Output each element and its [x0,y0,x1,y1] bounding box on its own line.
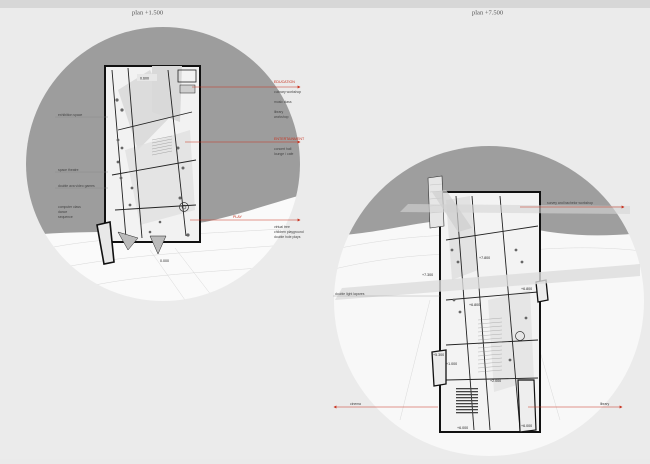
note-cinema: cinema [350,402,361,406]
note-edu-2: music class [274,100,292,104]
note-games: double ava video games [58,184,95,188]
note-library: library [600,402,610,406]
note-edu-3: library [274,110,284,114]
level-tag-6: +1.000 [446,362,457,366]
category-play: PLAY [233,215,243,219]
note-survey-workshop: survey and bachelor workshop [547,201,593,205]
note-bridge: double light lapares [335,292,365,296]
left-building: 0.600 0.000 [96,65,201,265]
left-plan-title: plan +1.500 [132,10,163,17]
bridge-bands [335,190,640,300]
level-tag-3: +6.800 [469,303,480,307]
note-edu-1: culinary workshop [274,90,301,94]
cinema-seats [456,388,478,414]
category-entertainment: ENTERTAINMENT [274,137,305,141]
right-plan: +7.300 +7.800 +6.800 +6.800 +5.300 +1.00… [333,146,644,456]
note-ent-1: concert hall [274,147,292,151]
note-exhibition: exhibition space [58,113,82,117]
left-plan: 0.600 0.000 exhibition space space theat… [26,27,305,301]
level-tag-8: +6.000 [457,426,468,430]
note-theatre: space theatre [58,168,79,172]
right-level-tags: +7.300 +7.800 +6.800 +6.800 +5.300 +1.00… [422,256,532,430]
level-tag-1: +7.300 [422,273,433,277]
note-play-3: double hole plays [274,235,301,239]
level-tag-lower: 0.000 [160,259,169,263]
note-ent-2: lounge / cafe [274,152,294,156]
note-dance: dance [58,210,67,214]
top-strip [0,0,650,8]
level-tag-5: +5.300 [433,353,444,357]
level-tag-4: +6.800 [521,287,532,291]
note-edu-4: workshop [274,115,289,119]
right-annotations: survey and bachelor workshop double ligh… [333,201,625,409]
level-tag-upper: 0.600 [140,77,149,81]
note-computer: computer class [58,205,81,209]
right-building [427,175,549,433]
note-sequence: sequence [58,215,73,219]
level-tag-9: +6.000 [521,424,532,428]
category-education: EDUCATION [274,80,295,84]
right-plan-title: plan +7.500 [472,10,503,17]
note-play-1: virtual tree [274,225,290,229]
left-program-arrows: EDUCATION culinary workshop music class … [185,80,305,239]
level-tag-2: +7.800 [479,256,490,260]
note-play-2: children playground [274,230,304,234]
left-annotations: exhibition space space theatre double av… [55,113,108,219]
level-tag-7: +2.000 [490,379,501,383]
